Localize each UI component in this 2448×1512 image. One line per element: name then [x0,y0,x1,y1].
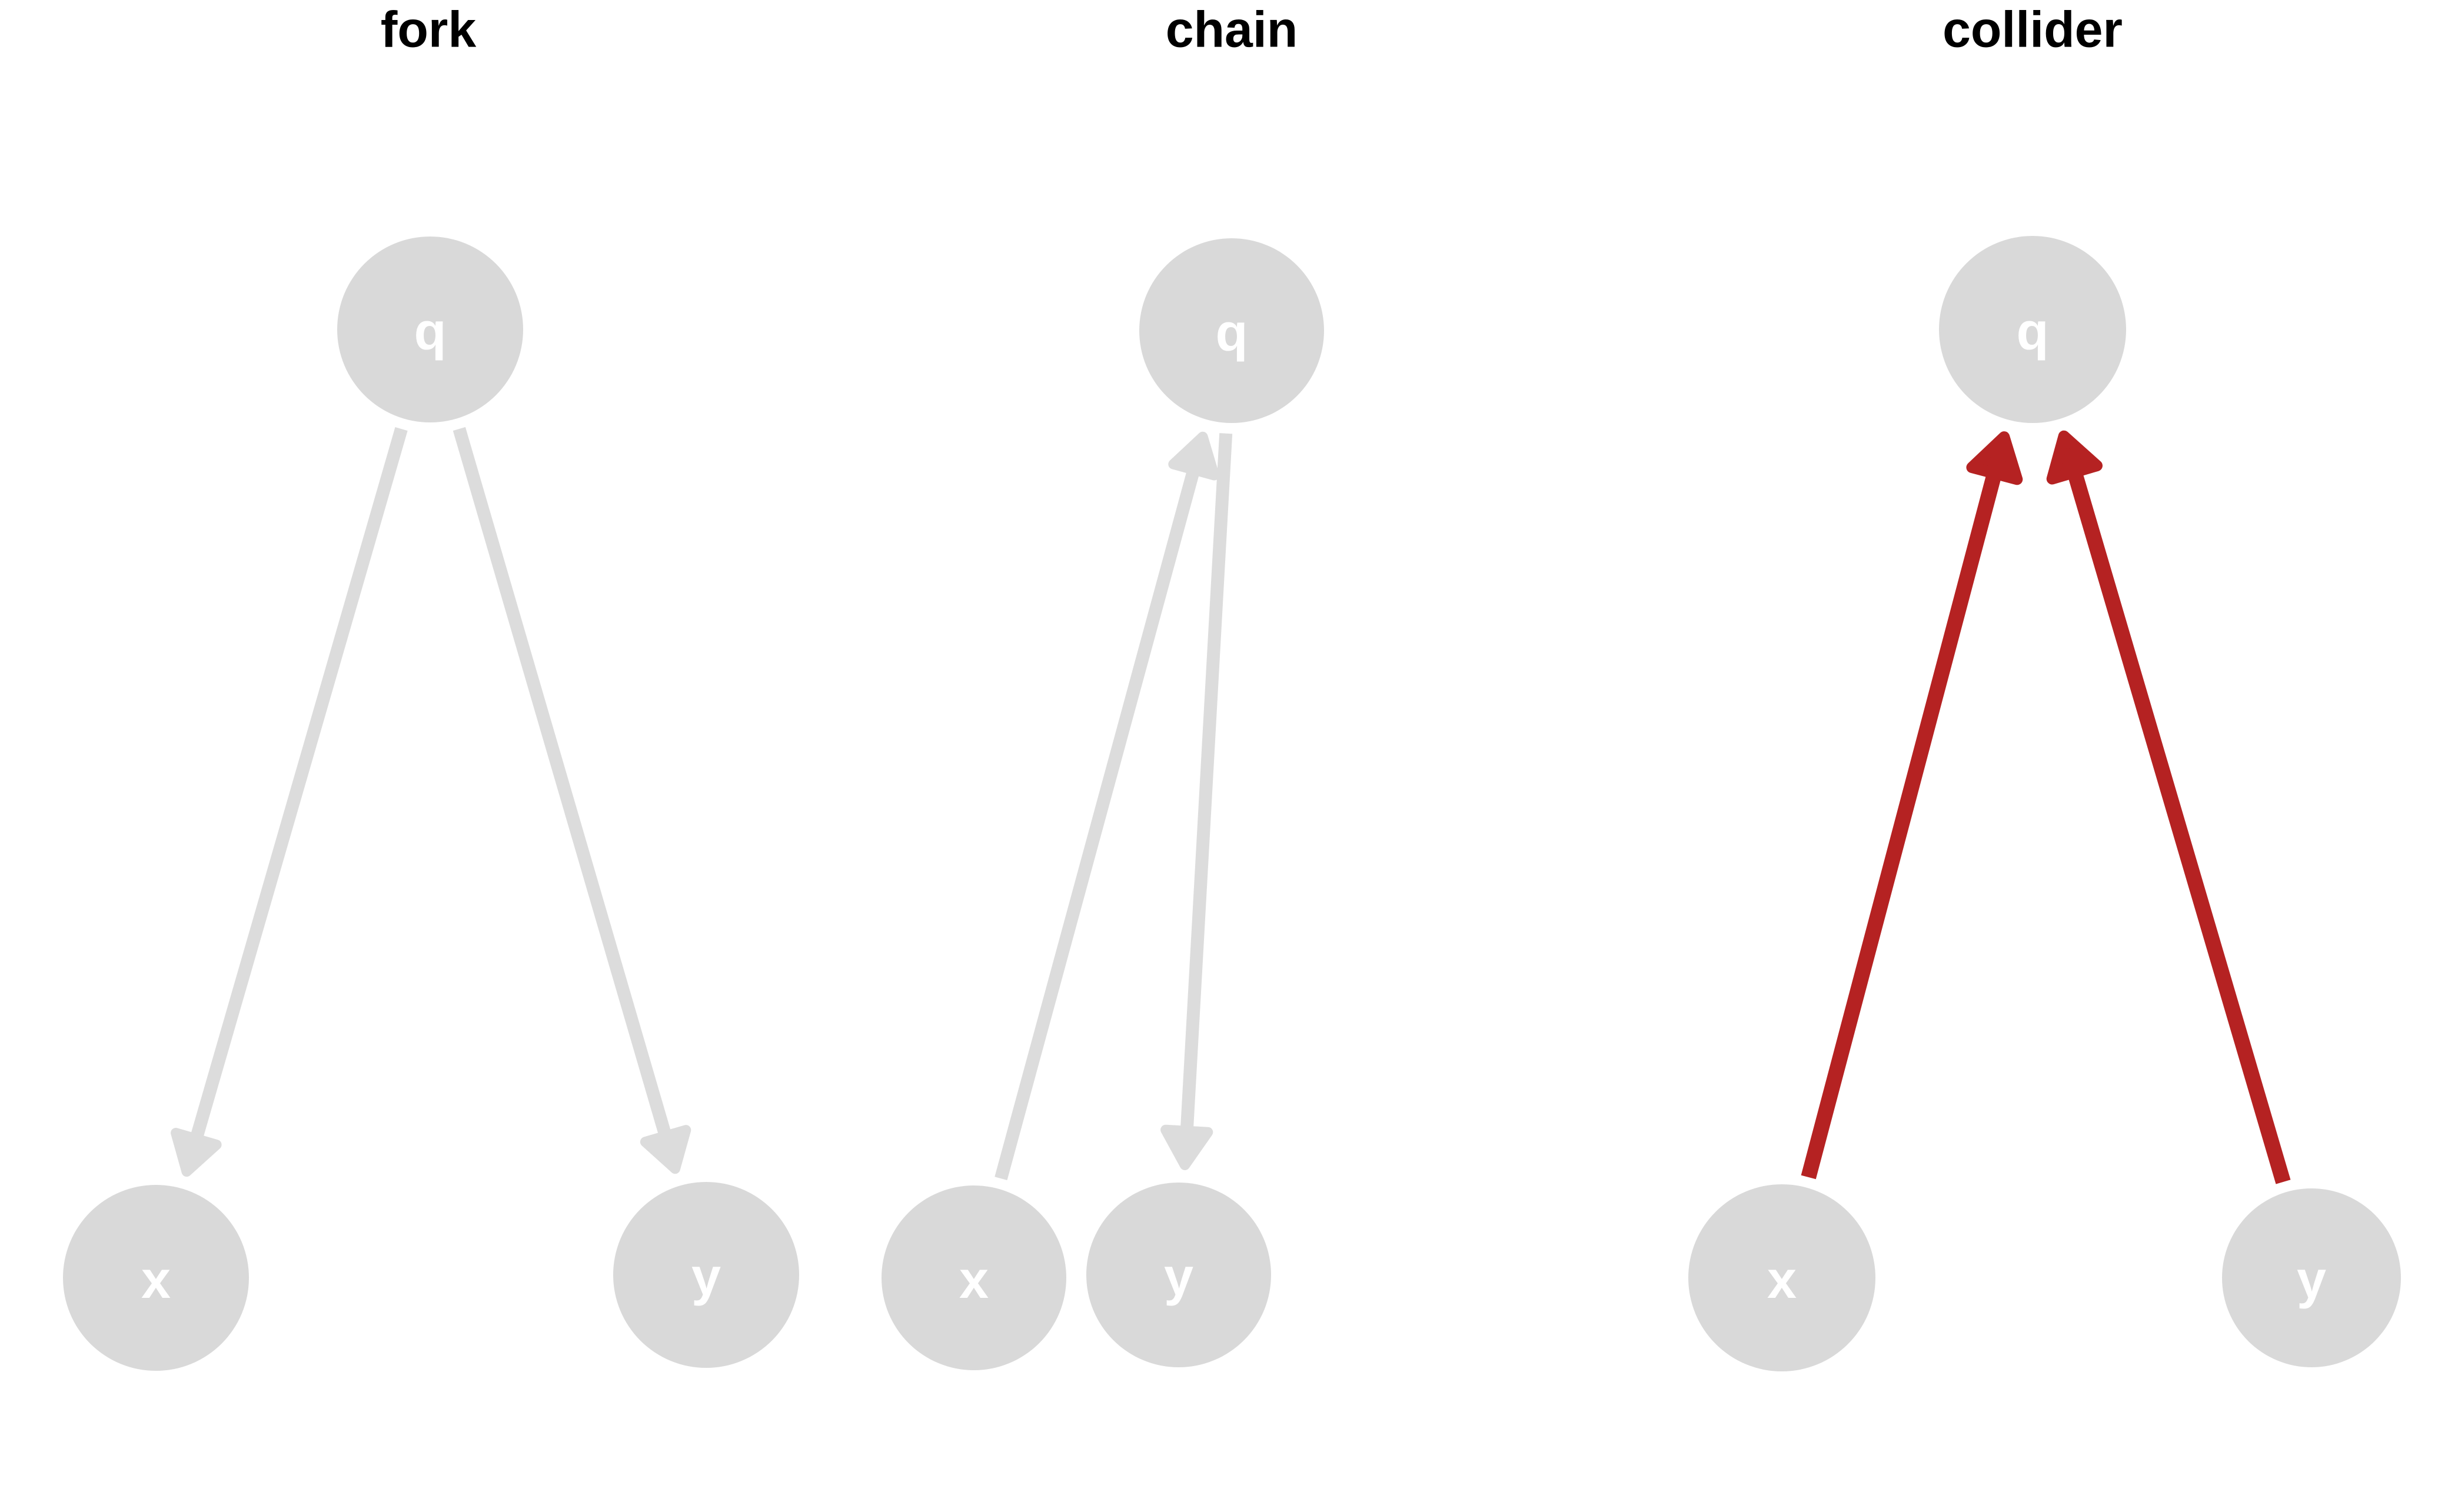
node-circle[interactable] [1086,1183,1271,1367]
edge-shaft [2065,462,2291,1184]
node-fork-x[interactable]: x [63,1185,249,1371]
node-label: x [959,1251,989,1310]
edge-chain-q-to-y [1160,433,1233,1171]
edge-chain-x-to-q [994,431,1220,1180]
panel-title-chain: chain [1166,2,1298,58]
edge-fork-q-to-y [453,427,691,1174]
node-chain-q[interactable]: q [1139,238,1324,423]
node-circle[interactable] [1139,238,1324,423]
panel-title-fork: fork [381,2,477,58]
node-circle[interactable] [1688,1184,1875,1371]
node-chain-x[interactable]: x [882,1185,1066,1370]
node-circle[interactable] [63,1185,249,1371]
node-circle[interactable] [337,237,523,422]
edge-collider-x-to-q [1801,431,2023,1180]
node-label: y [691,1248,721,1307]
node-label: x [141,1251,171,1310]
arrowhead-icon [1168,431,1220,481]
node-collider-x[interactable]: x [1688,1184,1875,1371]
arrowhead-icon [640,1125,691,1174]
panel-collider: q x y collider [1688,2,2401,1371]
panel-chain: q x y chain [882,2,1324,1370]
edge-shaft [1180,433,1233,1138]
arrowhead-icon [171,1127,222,1177]
edge-collider-y-to-q [2046,430,2291,1184]
arrowhead-icon [1966,431,2023,485]
node-circle[interactable] [2222,1188,2401,1367]
node-circle[interactable] [613,1182,799,1368]
node-label: y [2297,1251,2326,1310]
edge-shaft [1801,464,2004,1180]
panel-fork: q x y fork [63,2,799,1371]
node-circle[interactable] [1939,236,2126,423]
edge-shaft [188,427,408,1147]
edge-shaft [453,427,674,1145]
node-chain-y[interactable]: y [1086,1183,1271,1367]
node-collider-q[interactable]: q [1939,236,2126,423]
node-collider-y[interactable]: y [2222,1188,2401,1367]
node-circle[interactable] [882,1185,1066,1370]
arrowhead-icon [2046,430,2103,485]
node-label: q [2017,302,2049,361]
node-fork-q[interactable]: q [337,237,523,422]
arrowhead-icon [1160,1124,1213,1171]
panel-title-collider: collider [1943,2,2123,58]
edge-shaft [994,461,1202,1180]
node-label: q [1216,304,1248,362]
node-fork-y[interactable]: y [613,1182,799,1368]
node-label: q [414,302,447,361]
node-label: y [1164,1248,1193,1307]
edge-fork-q-to-x [171,427,408,1177]
node-label: x [1767,1251,1797,1310]
